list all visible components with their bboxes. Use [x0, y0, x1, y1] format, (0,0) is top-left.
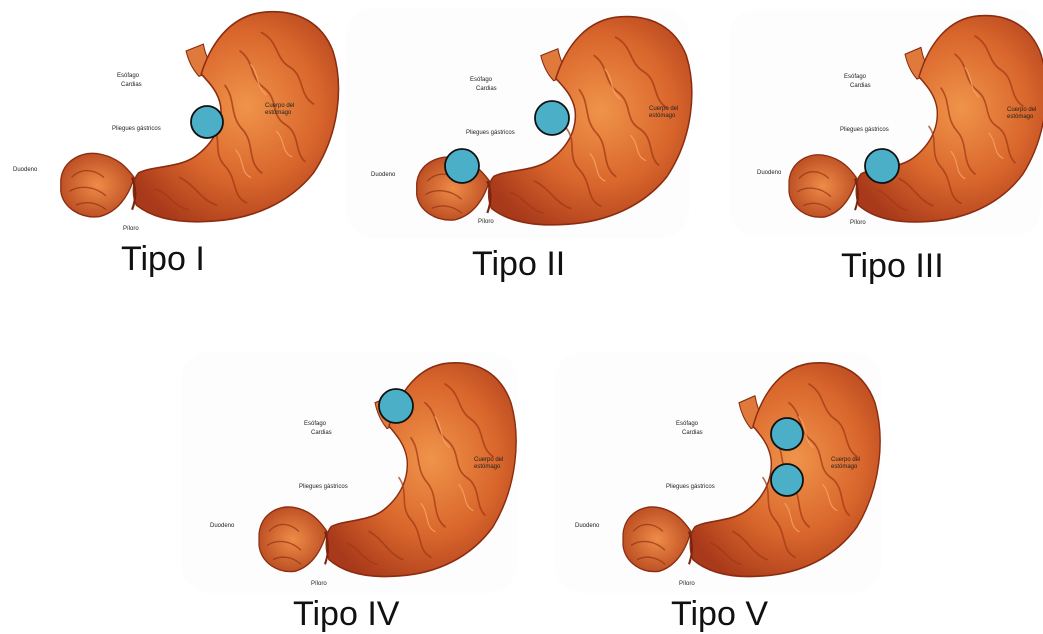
- svg-text:Píloro: Píloro: [311, 581, 327, 587]
- svg-text:Duodeno: Duodeno: [210, 523, 235, 529]
- panel-tipo-3: Esófago Cardias Cuerpo del estómago Plie…: [729, 9, 1041, 289]
- svg-text:Cardias: Cardias: [682, 430, 703, 436]
- svg-text:estómago: estómago: [265, 110, 292, 116]
- svg-text:Esófago: Esófago: [117, 73, 140, 79]
- svg-text:Píloro: Píloro: [123, 226, 139, 232]
- ulcer-marker: [191, 106, 223, 138]
- svg-text:Esófago: Esófago: [470, 77, 493, 83]
- type-label: Tipo III: [841, 247, 944, 286]
- svg-text:Pliegues gástricos: Pliegues gástricos: [666, 484, 715, 490]
- stomach-illustration: Esófago Cardias Cuerpo del estómago Plie…: [555, 352, 883, 597]
- panel-tipo-4: Esófago Cardias Cuerpo del estómago Plie…: [181, 352, 517, 632]
- svg-text:estómago: estómago: [649, 113, 676, 119]
- ulcer-marker: [865, 149, 899, 183]
- svg-text:Esófago: Esófago: [844, 74, 867, 80]
- panel-tipo-2: Esófago Cardias Cuerpo del estómago Plie…: [346, 8, 691, 243]
- svg-text:Cardias: Cardias: [476, 86, 497, 92]
- svg-text:Pliegues gástricos: Pliegues gástricos: [840, 127, 889, 133]
- svg-text:Esófago: Esófago: [676, 421, 699, 427]
- svg-text:Esófago: Esófago: [304, 421, 327, 427]
- svg-text:Duodeno: Duodeno: [575, 523, 600, 529]
- svg-text:Cardias: Cardias: [850, 83, 871, 89]
- stomach-illustration: Esófago Cardias Cuerpo del estómago Plie…: [10, 5, 320, 235]
- svg-text:estómago: estómago: [831, 464, 858, 470]
- svg-text:estómago: estómago: [474, 464, 501, 470]
- svg-text:Cuerpo del: Cuerpo del: [649, 106, 678, 112]
- svg-text:Píloro: Píloro: [850, 220, 866, 226]
- svg-text:Cuerpo del: Cuerpo del: [1007, 107, 1036, 113]
- svg-text:Cuerpo del: Cuerpo del: [831, 457, 860, 463]
- type-label: Tipo IV: [293, 595, 399, 634]
- svg-text:Cuerpo del: Cuerpo del: [265, 103, 294, 109]
- type-label: Tipo V: [671, 595, 768, 634]
- svg-text:Píloro: Píloro: [679, 581, 695, 587]
- svg-text:Pliegues gástricos: Pliegues gástricos: [299, 484, 348, 490]
- svg-text:Pliegues gástricos: Pliegues gástricos: [112, 126, 161, 132]
- stomach-illustration: Esófago Cardias Cuerpo del estómago Plie…: [346, 8, 691, 243]
- ulcer-marker: [535, 101, 569, 135]
- type-label: Tipo I: [121, 240, 205, 279]
- svg-text:Cardias: Cardias: [121, 82, 142, 88]
- svg-text:Cardias: Cardias: [311, 430, 332, 436]
- ulcer-marker: [379, 389, 413, 423]
- svg-text:Pliegues gástricos: Pliegues gástricos: [466, 130, 515, 136]
- ulcer-marker: [771, 418, 803, 450]
- ulcer-marker: [445, 149, 479, 183]
- ulcer-marker: [771, 464, 803, 496]
- svg-text:Duodeno: Duodeno: [13, 167, 38, 173]
- type-label: Tipo II: [472, 245, 565, 284]
- panel-tipo-5: Esófago Cardias Cuerpo del estómago Plie…: [555, 352, 883, 632]
- panel-tipo-1: Esófago Cardias Cuerpo del estómago Plie…: [10, 5, 320, 235]
- svg-text:Duodeno: Duodeno: [757, 170, 782, 176]
- svg-text:estómago: estómago: [1007, 114, 1034, 120]
- svg-text:Cuerpo del: Cuerpo del: [474, 457, 503, 463]
- stomach-illustration: Esófago Cardias Cuerpo del estómago Plie…: [729, 9, 1041, 244]
- svg-text:Píloro: Píloro: [478, 219, 494, 225]
- svg-text:Duodeno: Duodeno: [371, 172, 396, 178]
- stomach-illustration: Esófago Cardias Cuerpo del estómago Plie…: [181, 352, 517, 597]
